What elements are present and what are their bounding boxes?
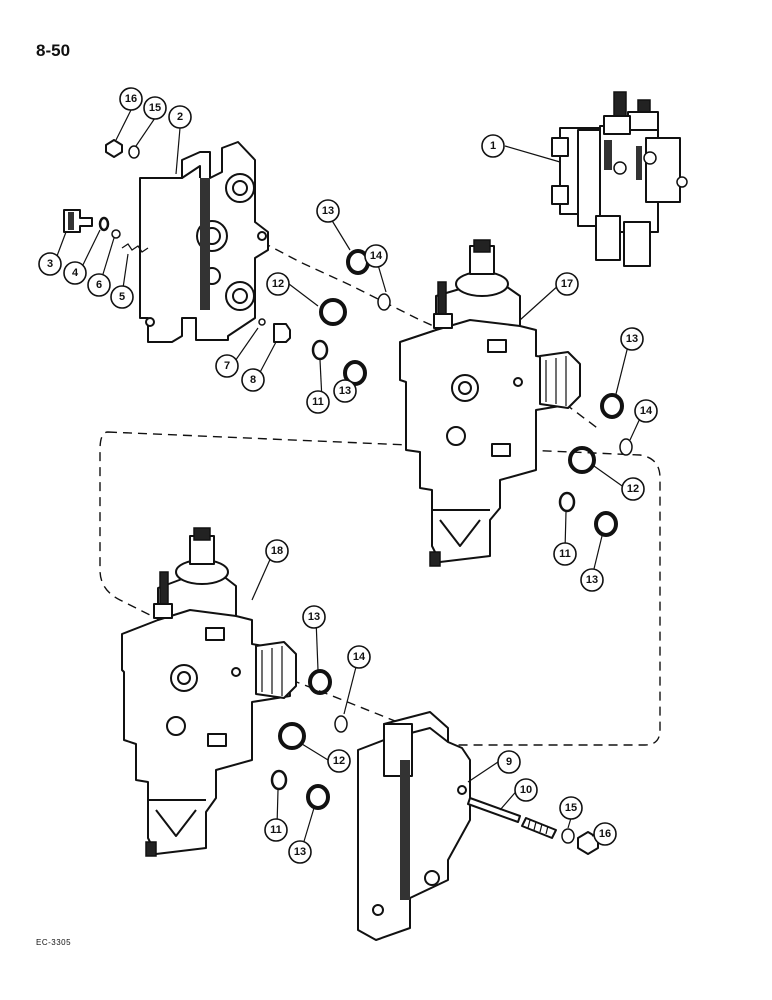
callout-3: 3: [38, 252, 62, 276]
plug-8: [273, 323, 291, 343]
end-cover-plate-outlet: [357, 711, 471, 941]
seal-ring-13-lower: [308, 669, 332, 695]
svg-text:7: 7: [224, 360, 230, 372]
svg-text:5: 5: [119, 291, 125, 303]
poppet-6: [111, 229, 121, 239]
callout-11-c: 11: [264, 818, 288, 842]
spring-5: [121, 243, 149, 253]
o-ring-4: [98, 216, 110, 232]
svg-text:2: 2: [177, 111, 183, 123]
callout-7: 7: [215, 354, 239, 378]
callout-11-b: 11: [553, 542, 577, 566]
washer-14-lower: [334, 715, 348, 733]
svg-text:13: 13: [294, 846, 306, 858]
seal-ring-11-top: [311, 339, 329, 361]
washer-15-bottom: [561, 828, 575, 844]
callout-10: 10: [514, 778, 538, 802]
svg-text:8: 8: [250, 374, 256, 386]
control-valve-section-18: [121, 527, 297, 857]
svg-text:12: 12: [627, 483, 639, 495]
valve-assembly-complete: [551, 91, 688, 267]
page-number: 8-50: [36, 41, 71, 60]
callout-12-c: 12: [327, 749, 351, 773]
svg-text:13: 13: [308, 611, 320, 623]
callout-13-f: 13: [288, 840, 312, 864]
callout-8: 8: [241, 368, 265, 392]
seal-ring-13-lowright: [594, 511, 618, 537]
svg-text:14: 14: [353, 651, 366, 663]
callout-2: 2: [168, 105, 192, 129]
svg-text:18: 18: [271, 545, 283, 557]
callout-11-a: 11: [306, 390, 330, 414]
callout-14-c: 14: [347, 645, 371, 669]
callout-12-a: 12: [266, 272, 290, 296]
svg-text:11: 11: [270, 824, 282, 836]
washer-15-top: [128, 145, 140, 159]
svg-text:15: 15: [149, 102, 161, 114]
seal-ring-12-right: [568, 446, 596, 474]
svg-text:3: 3: [47, 258, 53, 270]
washer-14-right: [619, 438, 633, 456]
svg-text:1: 1: [490, 140, 496, 152]
nut-16-bottom: [577, 831, 599, 855]
callout-15-top: 15: [143, 96, 167, 120]
nut-16-top: [105, 139, 123, 158]
callout-4: 4: [63, 261, 87, 285]
svg-text:9: 9: [506, 756, 512, 768]
callout-14-a: 14: [364, 244, 388, 268]
callout-12-b: 12: [621, 477, 645, 501]
svg-text:16: 16: [125, 93, 137, 105]
svg-text:14: 14: [370, 250, 383, 262]
svg-text:13: 13: [339, 385, 351, 397]
relief-valve-fitting-3: [63, 209, 93, 233]
callout-15-bottom: 15: [559, 796, 583, 820]
callout-5: 5: [110, 285, 134, 309]
svg-text:15: 15: [565, 802, 577, 814]
callout-13-a: 13: [316, 199, 340, 223]
seal-ring-12-top: [319, 298, 347, 326]
seal-ring-13-bottom: [306, 784, 330, 810]
tie-bolt-10: [467, 797, 557, 839]
callout-13-d: 13: [580, 568, 604, 592]
callout-18: 18: [265, 539, 289, 563]
callout-17: 17: [555, 272, 579, 296]
svg-text:11: 11: [559, 548, 571, 560]
svg-text:11: 11: [312, 396, 324, 408]
svg-text:12: 12: [333, 755, 345, 767]
control-valve-section-17: [399, 239, 581, 567]
callout-13-b: 13: [333, 379, 357, 403]
callout-13-c: 13: [620, 327, 644, 351]
svg-text:13: 13: [322, 205, 334, 217]
callout-9: 9: [497, 750, 521, 774]
svg-text:10: 10: [520, 784, 532, 796]
washer-14-top: [377, 293, 391, 311]
svg-text:12: 12: [272, 278, 284, 290]
svg-text:16: 16: [599, 828, 611, 840]
end-cover-plate-inlet: [139, 141, 269, 343]
seal-ring-13-right: [600, 393, 624, 419]
seal-ring-11-right: [558, 491, 576, 513]
callout-14-b: 14: [634, 399, 658, 423]
callout-16-top: 16: [119, 87, 143, 111]
seal-ring-12-lower: [278, 722, 306, 750]
svg-text:6: 6: [96, 279, 102, 291]
drawing-code: EC-3305: [36, 938, 72, 947]
svg-text:13: 13: [626, 333, 638, 345]
svg-text:17: 17: [561, 278, 573, 290]
seal-ring-13-mid: [343, 360, 367, 386]
callout-16-bottom: 16: [593, 822, 617, 846]
seal-ring-11-lower: [270, 769, 288, 791]
callout-6: 6: [87, 273, 111, 297]
svg-text:14: 14: [640, 405, 653, 417]
assembly-path-lower: [99, 431, 661, 746]
callout-13-e: 13: [302, 605, 326, 629]
ball-7: [258, 318, 266, 326]
svg-text:13: 13: [586, 574, 598, 586]
svg-text:4: 4: [72, 267, 79, 279]
callout-1: 1: [481, 134, 505, 158]
